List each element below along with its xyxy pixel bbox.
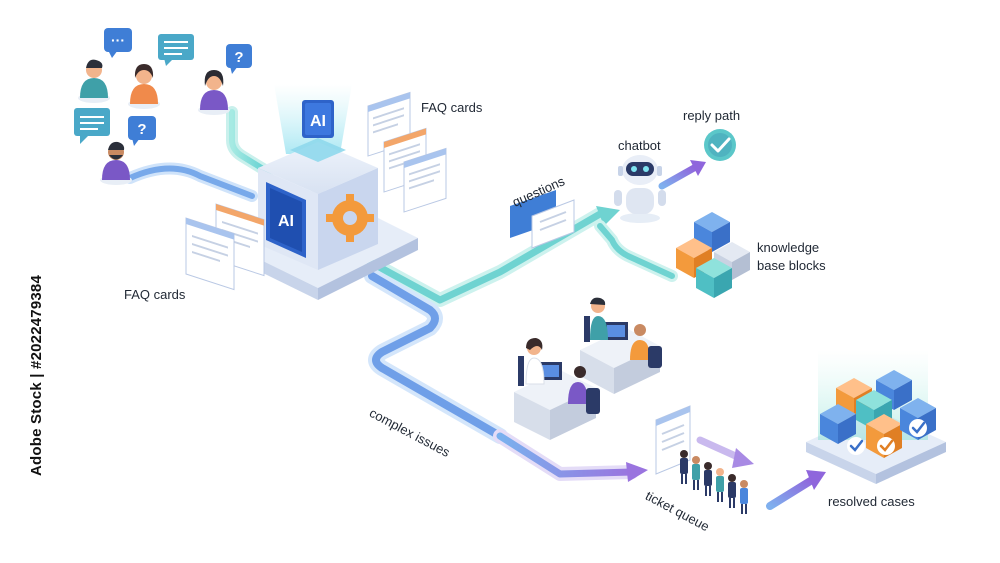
knowledge-blocks xyxy=(676,212,750,298)
faq-cards-label-top: FAQ cards xyxy=(421,100,483,115)
watermark-id: #2022479384 xyxy=(28,275,45,369)
check-circle-icon xyxy=(909,419,927,437)
chatbot-robot-icon xyxy=(614,155,666,223)
stock-id-watermark: Adobe Stock | #2022479384 xyxy=(28,275,45,476)
reply-arrow xyxy=(658,164,698,190)
user-avatar xyxy=(78,59,110,103)
faq-cards-top xyxy=(367,91,447,213)
user-avatar xyxy=(100,141,132,185)
knowledge-base-label-line1: knowledge xyxy=(757,240,820,255)
chat-bubble-icon: ··· xyxy=(104,28,132,58)
faq-cards-label-left: FAQ cards xyxy=(124,287,186,302)
svg-text:···: ··· xyxy=(111,32,125,48)
user-avatar xyxy=(198,70,230,115)
check-circle-icon xyxy=(847,437,865,455)
svg-text:AI: AI xyxy=(310,113,326,130)
purple-path-ticket xyxy=(493,429,639,481)
chatbot-label: chatbot xyxy=(618,138,661,153)
resolved-arrow xyxy=(766,476,816,510)
resolved-cases-label: resolved cases xyxy=(828,494,915,509)
reply-path-label: reply path xyxy=(683,108,741,123)
svg-text:AI: AI xyxy=(278,213,294,230)
ticket-board xyxy=(655,405,691,475)
svg-text:?: ? xyxy=(137,121,146,138)
questions-bubbles xyxy=(510,190,575,249)
gear-icon xyxy=(326,194,374,242)
watermark-separator: | xyxy=(28,368,45,383)
users-group: ··· ? ? xyxy=(74,28,252,185)
question-bubble-icon: ? xyxy=(128,116,156,146)
watermark-brand: Adobe Stock xyxy=(28,382,45,476)
chat-bubble-icon xyxy=(74,108,110,144)
ai-hub: AI AI xyxy=(216,84,418,300)
flow-paths xyxy=(124,106,826,510)
chat-bubble-icon xyxy=(158,34,194,66)
ticket-queue-people xyxy=(680,450,748,514)
user-avatar xyxy=(128,64,160,109)
queue-arrow xyxy=(696,436,744,462)
check-circle-icon xyxy=(877,437,895,455)
question-bubble-icon: ? xyxy=(226,44,252,74)
faq-cards-left xyxy=(185,203,265,291)
knowledge-base-label-line2: base blocks xyxy=(757,258,826,273)
support-agents xyxy=(514,297,662,440)
resolved-cases-platform xyxy=(806,350,946,484)
check-circle-icon xyxy=(704,129,736,161)
svg-text:?: ? xyxy=(234,49,243,66)
